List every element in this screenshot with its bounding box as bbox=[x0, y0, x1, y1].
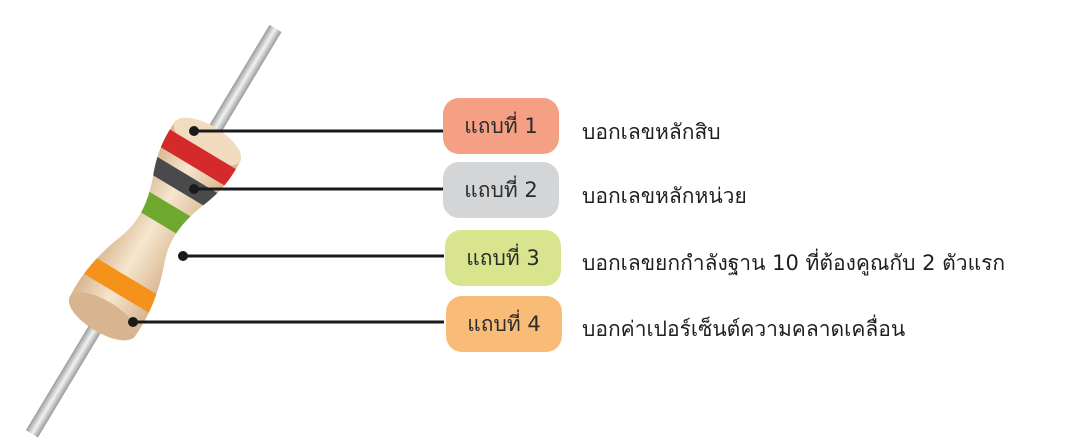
band-description-3: บอกเลขยกกำลังฐาน 10 ที่ต้องคูณกับ 2 ตัวแ… bbox=[582, 251, 1006, 275]
leader-lines bbox=[128, 126, 444, 327]
band-description-2: บอกเลขหลักหน่วย bbox=[582, 184, 747, 208]
resistor-lead-bottom bbox=[25, 305, 113, 438]
leader-dot-3 bbox=[178, 251, 188, 261]
color-band-1 bbox=[149, 123, 242, 193]
resistor bbox=[25, 24, 282, 438]
band-label-4: แถบที่ 4 bbox=[446, 296, 562, 352]
resistor-cap-bottom bbox=[68, 292, 137, 341]
band-description-4: บอกค่าเปอร์เซ็นต์ความคลาดเคลื่อน bbox=[582, 317, 906, 341]
leader-dot-2 bbox=[189, 184, 199, 194]
leader-dot-4 bbox=[128, 317, 138, 327]
band-label-4-text: แถบที่ 4 bbox=[467, 311, 541, 336]
resistor-lead-top bbox=[197, 24, 282, 153]
color-band-2 bbox=[135, 149, 231, 217]
color-band-4 bbox=[73, 250, 170, 320]
leader-dot-1 bbox=[189, 126, 199, 136]
band-label-2: แถบที่ 2 bbox=[443, 162, 559, 218]
band-label-2-text: แถบที่ 2 bbox=[464, 177, 538, 202]
band-label-3-text: แถบที่ 3 bbox=[466, 245, 540, 270]
band-label-1: แถบที่ 1 bbox=[443, 98, 559, 154]
band-label-3: แถบที่ 3 bbox=[445, 230, 561, 286]
band-description-1: บอกเลขหลักสิบ bbox=[582, 120, 721, 144]
band-label-1-text: แถบที่ 1 bbox=[464, 113, 538, 138]
